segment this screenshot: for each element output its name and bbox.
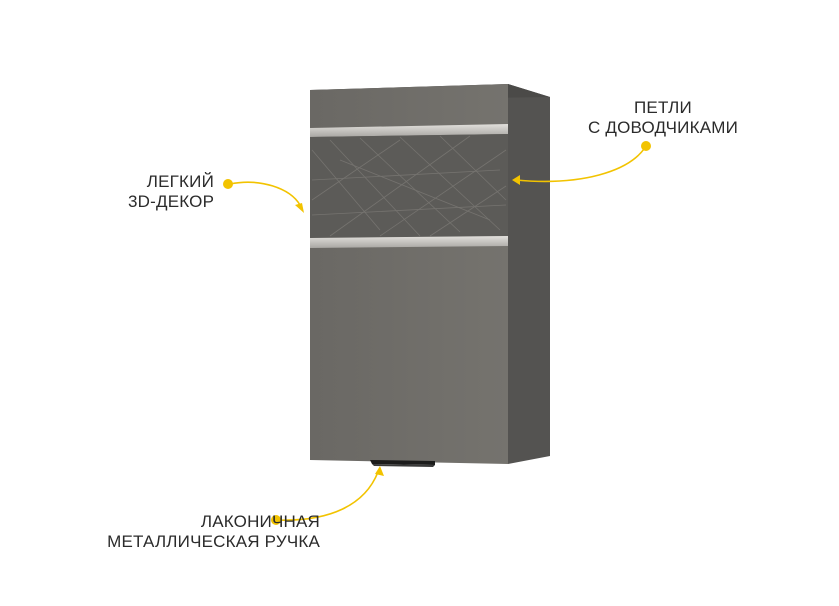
decor-callout-line1: ЛЕГКИЙ [146, 172, 214, 191]
decor-callout-line2: 3D-ДЕКОР [128, 192, 215, 211]
hinges-connector-line [515, 145, 647, 183]
handle-connector-line [275, 471, 379, 521]
hinges-arrow-icon [512, 175, 520, 185]
handle-callout-label: ЛАКОНИЧНАЯ МЕТАЛЛИЧЕСКАЯ РУЧКА [60, 512, 320, 552]
hinges-callout-label: ПЕТЛИ С ДОВОДЧИКАМИ [578, 98, 748, 138]
handle-dot-icon [271, 515, 281, 525]
decor-panel [310, 134, 508, 238]
top-trim-strip [310, 124, 508, 137]
decor-callout-label: ЛЕГКИЙ 3D-ДЕКОР [128, 172, 214, 212]
decor-connector-line [229, 181, 301, 206]
metal-handle [370, 460, 435, 465]
handle-arrow-icon [375, 466, 384, 476]
hinges-callout-line1: ПЕТЛИ [634, 98, 692, 117]
decor-pattern [311, 135, 507, 237]
decor-dot-icon [223, 179, 233, 189]
handle-callout-line2: МЕТАЛЛИЧЕСКАЯ РУЧКА [107, 532, 320, 551]
bottom-trim-strip [310, 236, 508, 248]
decor-arrow-icon [295, 203, 304, 213]
handle-callout-line1: ЛАКОНИЧНАЯ [200, 512, 320, 531]
hinges-dot-icon [641, 141, 651, 151]
hinges-callout-line2: С ДОВОДЧИКАМИ [587, 118, 739, 137]
cabinet-side [508, 84, 550, 464]
